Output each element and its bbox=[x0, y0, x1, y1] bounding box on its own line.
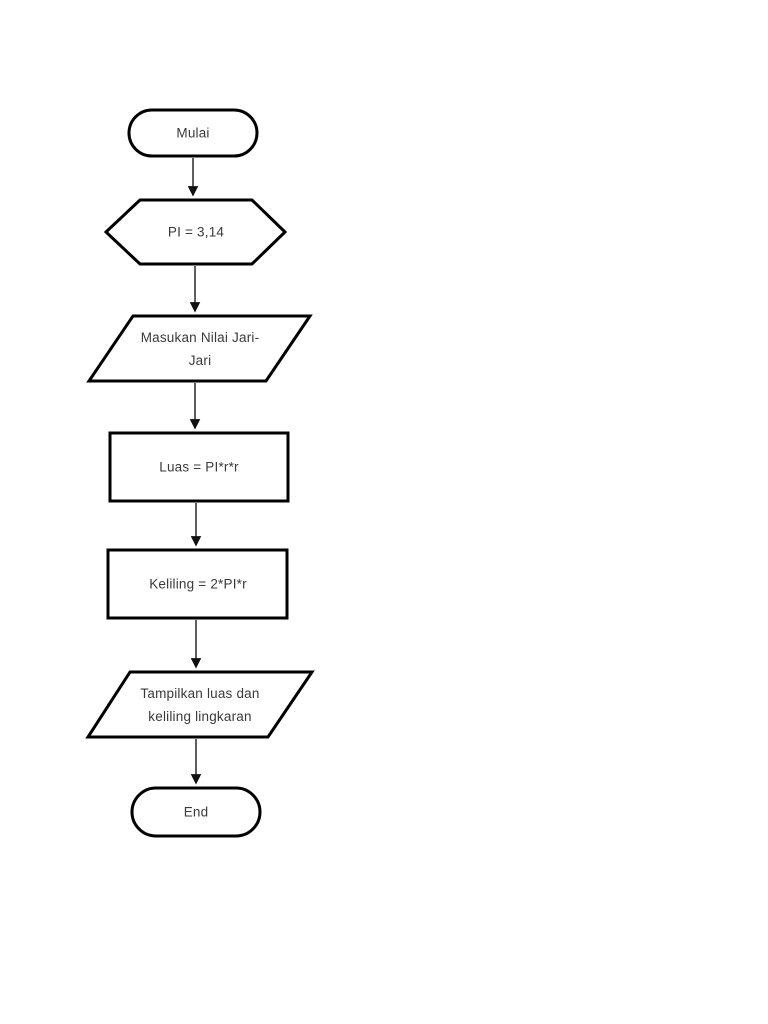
terminator-end-shape bbox=[130, 786, 262, 838]
input-label: Masukan Nilai Jari- Jari bbox=[141, 326, 260, 372]
terminator-start-label: Mulai bbox=[176, 125, 210, 141]
process-keliling-shape bbox=[106, 548, 289, 620]
preparation-hexagon-shape bbox=[103, 198, 288, 266]
input-label-line2: Jari bbox=[188, 353, 212, 368]
flow-arrows bbox=[187, 158, 202, 785]
process-keliling-label: Keliling = 2*PI*r bbox=[149, 576, 247, 592]
output-label-line1: Tampilkan luas dan bbox=[140, 686, 260, 701]
process-luas-label: Luas = PI*r*r bbox=[159, 459, 239, 475]
output-label-line2: keliling lingkaran bbox=[148, 709, 252, 724]
process-luas-shape bbox=[108, 431, 290, 503]
output-label: Tampilkan luas dan keliling lingkaran bbox=[140, 682, 259, 728]
input-parallelogram-shape bbox=[86, 314, 313, 383]
terminator-start-shape bbox=[127, 108, 259, 158]
output-parallelogram-shape bbox=[85, 670, 315, 739]
input-label-line1: Masukan Nilai Jari- bbox=[140, 330, 260, 345]
preparation-label: PI = 3,14 bbox=[167, 224, 225, 240]
terminator-end-label: End bbox=[183, 804, 209, 820]
